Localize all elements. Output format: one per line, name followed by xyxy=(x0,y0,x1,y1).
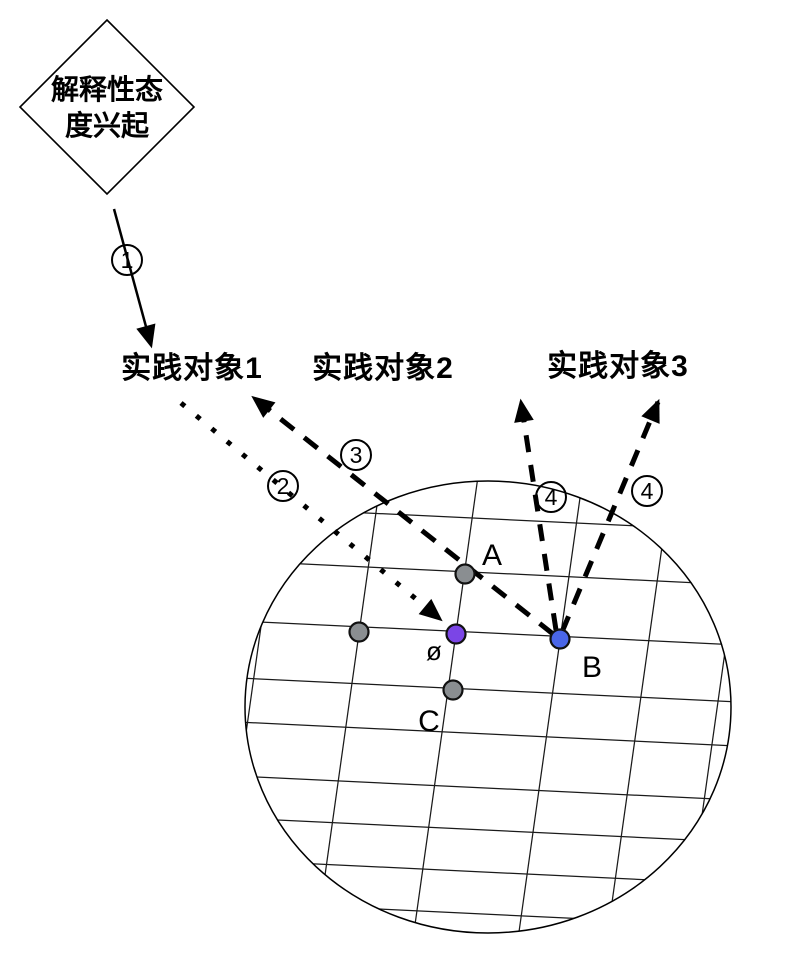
grid-h-line xyxy=(245,506,731,533)
point-a-label: A xyxy=(482,539,502,572)
point-origin-dot xyxy=(445,623,467,645)
practice-object3-label: 实践对象3 xyxy=(547,349,689,383)
step2-number: 2 xyxy=(277,473,290,499)
step2-badge: 2 xyxy=(267,470,299,502)
arrow-step4-left-dashed xyxy=(514,398,559,631)
point-b-dot xyxy=(549,628,571,650)
step4-right-number: 4 xyxy=(641,478,654,504)
diamond-label-line1: 解释性态 xyxy=(51,74,163,105)
step1-badge: 1 xyxy=(111,244,143,276)
diamond-shape xyxy=(18,18,196,196)
point-origin-label: ø xyxy=(426,636,442,666)
grid-h-line xyxy=(245,774,731,802)
step4-right-badge: 4 xyxy=(631,475,663,507)
step4-left-circle xyxy=(535,481,567,513)
step3-badge: 3 xyxy=(340,439,372,471)
grid-v-line xyxy=(678,499,731,933)
point-c-label: C xyxy=(418,705,440,738)
grid-v-line xyxy=(317,481,386,927)
step4-right-circle xyxy=(631,475,663,507)
arrow-step2-dotted xyxy=(179,401,443,622)
point-left-gray-dot xyxy=(348,621,370,643)
arrow-step3-dashed xyxy=(251,395,555,636)
step2-circle xyxy=(267,470,299,502)
point-a-dot xyxy=(454,563,476,585)
step3-number: 3 xyxy=(350,442,363,468)
practice-object1-label: 实践对象1 xyxy=(121,351,263,385)
practice-field-ellipse xyxy=(244,480,732,934)
grid-h-line xyxy=(245,560,731,587)
grid-h-line xyxy=(245,900,731,927)
grid-v-line xyxy=(245,481,289,913)
diamond-label-line2: 度兴起 xyxy=(65,110,150,141)
practice-object2-label: 实践对象2 xyxy=(312,351,454,385)
grid-v-line xyxy=(412,481,481,933)
grid-h-line xyxy=(245,720,731,748)
grid-v-line xyxy=(602,489,671,933)
grid-h-line xyxy=(245,620,731,647)
step4-left-number: 4 xyxy=(545,484,558,510)
grid-group xyxy=(245,481,731,933)
point-c-dot xyxy=(442,679,464,701)
point-b-label: B xyxy=(582,651,602,684)
grid-v-line xyxy=(515,481,584,933)
arrow-step1 xyxy=(112,208,156,349)
step1-number: 1 xyxy=(121,247,134,273)
grid-h-line xyxy=(245,816,731,844)
grid-h-line xyxy=(245,677,731,704)
step4-left-badge: 4 xyxy=(535,481,567,513)
step1-circle xyxy=(111,244,143,276)
step3-circle xyxy=(340,439,372,471)
arrow-step4-right-dashed xyxy=(559,398,661,633)
